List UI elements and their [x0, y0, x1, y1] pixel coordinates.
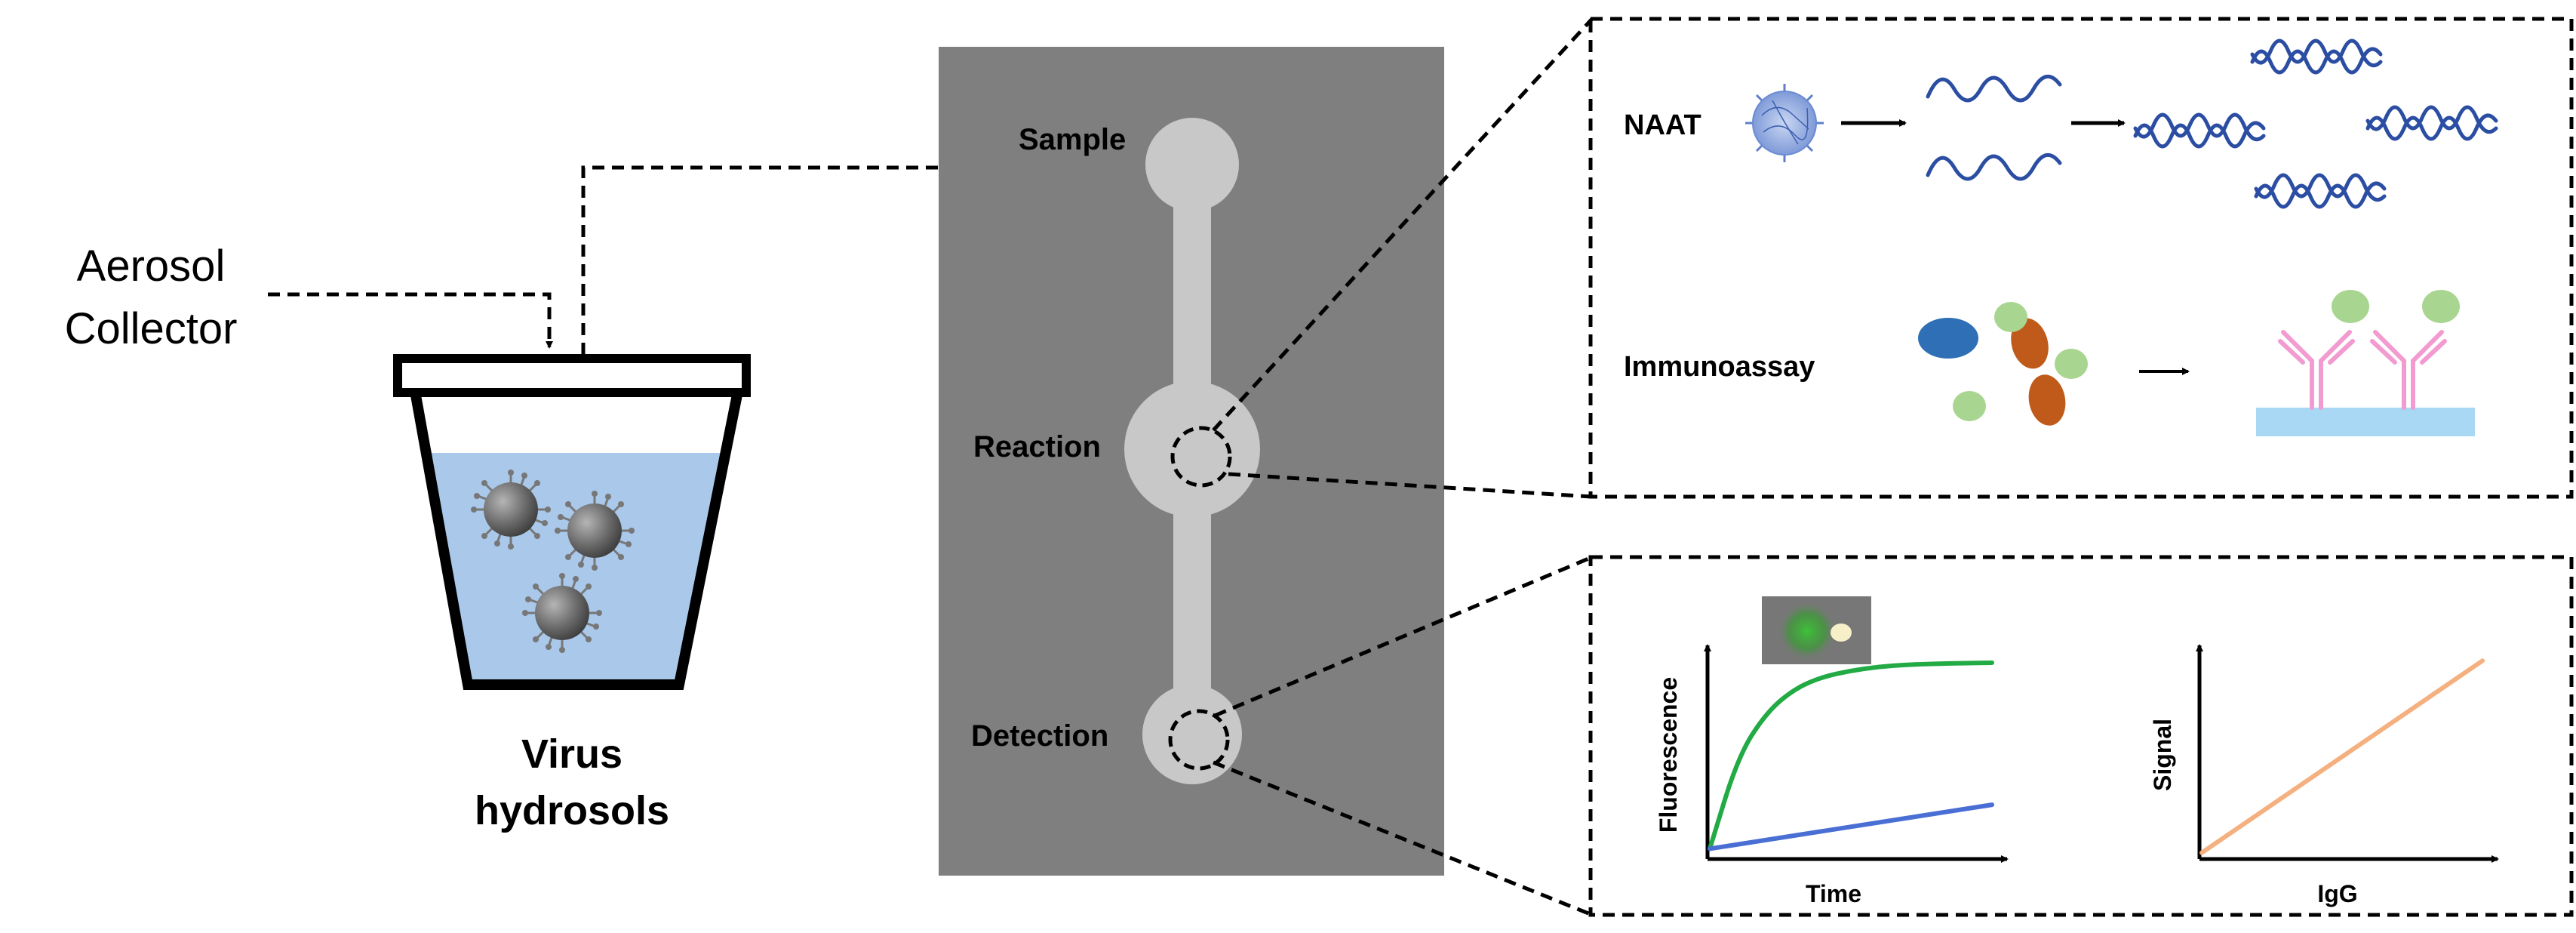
fluorescence-image-icon — [1762, 596, 1871, 664]
naat-label: NAAT — [1624, 109, 1701, 141]
immunoassay-label: Immunoassay — [1624, 351, 1815, 383]
dna-strand-icon — [2133, 38, 2498, 209]
chart1-series-1-line — [1708, 802, 1994, 851]
cup-to-sample-arrow — [581, 164, 1154, 355]
microfluidic-chip — [939, 47, 1444, 876]
aerosol-label-line1: Aerosol — [77, 242, 226, 291]
immunoassay-reagents — [1918, 302, 2088, 426]
detection-label: Detection — [971, 719, 1108, 753]
virus-particle-icon — [1745, 84, 1824, 162]
chart1-x-label: Time — [1806, 880, 1861, 907]
antigen-icon — [1953, 391, 1986, 421]
orange-cell-icon — [2011, 318, 2049, 369]
reaction-zoom-circle — [1170, 426, 1232, 488]
antigen-icon — [2332, 290, 2369, 323]
chart1-y-label: Fluorescence — [1655, 677, 1682, 833]
aerosol-label-line2: Collector — [65, 304, 238, 353]
antigen-icon — [2055, 349, 2088, 379]
capture-surface — [2256, 408, 2475, 436]
chart2-y-label: Signal — [2149, 719, 2176, 791]
signal-chart: IgG Signal — [2149, 644, 2499, 907]
virus-label-line1: Virus — [521, 731, 622, 777]
chart2-x-label: IgG — [2317, 880, 2357, 907]
dna-strand-icon — [1926, 75, 2062, 181]
sample-chamber — [1145, 118, 1239, 211]
antibody-icon — [2280, 332, 2353, 408]
virus-particle-icon — [469, 468, 552, 551]
zoom-connectors — [1212, 17, 1594, 917]
detection-chamber — [1142, 685, 1242, 784]
chart2-series-0-line — [2199, 658, 2485, 855]
chart1-series-0-line — [1708, 660, 1994, 851]
virus-particle-icon — [553, 489, 636, 572]
antibody-icon — [2372, 332, 2445, 408]
reaction-chamber — [1124, 381, 1260, 517]
cup-lid — [393, 354, 751, 397]
antibody-surface-assembly — [2256, 290, 2475, 436]
antigen-icon — [1994, 302, 2027, 332]
reaction-label: Reaction — [973, 430, 1101, 463]
sample-label: Sample — [1019, 123, 1126, 156]
fluorescence-chart: Time Fluorescence — [1655, 644, 2009, 907]
reaction-detail-panel — [1588, 17, 2574, 499]
antigen-icon — [2422, 290, 2460, 323]
detection-detail-panel — [1588, 555, 2574, 917]
virus-label-line2: hydrosols — [475, 788, 669, 833]
collector-to-cup-arrow — [268, 292, 553, 349]
blue-cell-icon — [1918, 318, 1978, 359]
orange-cell-icon — [2028, 374, 2066, 426]
virus-particle-icon — [521, 571, 604, 654]
detection-zoom-circle — [1168, 709, 1230, 771]
cup-icon — [393, 354, 751, 690]
